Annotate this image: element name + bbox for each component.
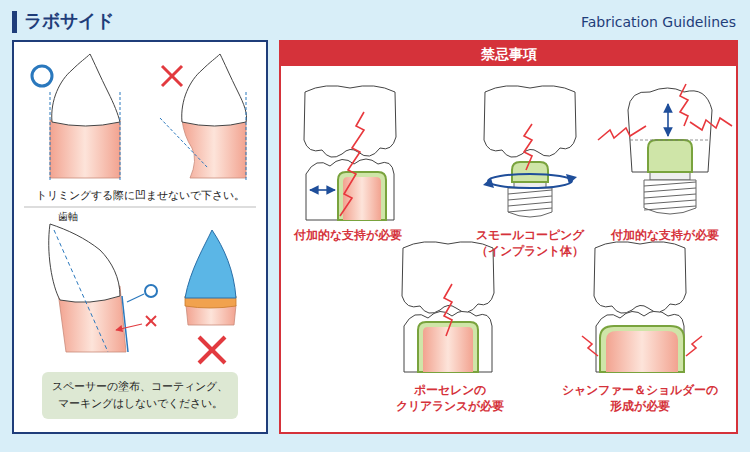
bad-symbol bbox=[199, 337, 225, 363]
tall-crown-scene bbox=[598, 84, 732, 214]
cantilever-scene bbox=[340, 112, 364, 216]
bad-trim-tooth bbox=[182, 54, 247, 126]
cantilever-scene bbox=[343, 177, 381, 220]
porcelain-clearance-scene bbox=[404, 311, 492, 372]
tall-crown-scene bbox=[644, 182, 696, 210]
tall-crown-scene bbox=[680, 84, 688, 126]
cantilever-scene bbox=[304, 86, 396, 157]
good-trim-tooth bbox=[50, 54, 120, 182]
caption: 付加的な支持が必要 bbox=[608, 228, 723, 244]
caption: シャンファー＆ショルダーの 形成が必要 bbox=[560, 383, 721, 414]
bad-callout bbox=[116, 316, 156, 330]
good-trim-tooth bbox=[120, 92, 121, 182]
axis-tooth bbox=[54, 230, 108, 352]
margin-preparation-scene bbox=[594, 242, 686, 313]
small-coping-scene bbox=[483, 178, 494, 188]
small-coping-scene bbox=[508, 190, 552, 212]
subtitle: Fabrication Guidelines bbox=[536, 13, 736, 31]
axis-tooth bbox=[122, 296, 128, 352]
panel-note: トリミングする際に凹ませないで下さい。 bbox=[14, 188, 266, 203]
coated-tooth bbox=[185, 230, 236, 325]
bad-callout bbox=[146, 316, 156, 326]
margin-preparation-scene bbox=[582, 336, 598, 356]
good-callout bbox=[127, 294, 144, 302]
small-coping-scene bbox=[488, 174, 572, 188]
coated-tooth bbox=[185, 230, 236, 298]
small-coping-scene bbox=[566, 174, 577, 184]
cantilever-scene bbox=[304, 86, 396, 220]
axis-label: 歯軸 bbox=[58, 210, 98, 224]
tall-crown-scene bbox=[667, 104, 669, 136]
bad-trim-tooth bbox=[160, 118, 208, 168]
bad-trim-tooth bbox=[182, 120, 246, 178]
tall-crown-scene bbox=[690, 118, 732, 130]
cantilever-scene bbox=[338, 172, 386, 220]
bad-trim-tooth bbox=[160, 54, 247, 182]
bad-callout bbox=[116, 324, 142, 330]
small-coping-scene bbox=[508, 188, 552, 217]
left-panel-ground bbox=[12, 40, 268, 434]
good-trim-tooth bbox=[50, 120, 120, 178]
tall-crown-scene bbox=[598, 126, 646, 140]
note-text: スペーサーの塗布、コーティング、 マーキングはしないでください。 bbox=[49, 379, 231, 412]
good-trim-tooth bbox=[50, 92, 51, 182]
bad-callout bbox=[146, 316, 156, 326]
bad-symbol bbox=[162, 66, 182, 86]
margin-preparation-scene bbox=[606, 331, 678, 372]
page-title: ラボサイド bbox=[24, 9, 224, 32]
guideline-panel: トリミングする際に凹ませないで下さい。歯軸スペーサーの塗布、コーティング、 マー… bbox=[12, 40, 268, 434]
small-coping-scene bbox=[483, 86, 577, 217]
good-callout bbox=[127, 285, 157, 302]
axis-tooth bbox=[49, 224, 120, 302]
good-symbol bbox=[32, 66, 52, 86]
panel-heading: 禁忌事項 bbox=[281, 42, 736, 66]
axis-tooth bbox=[49, 224, 128, 352]
porcelain-clearance-scene bbox=[402, 242, 494, 372]
good-callout bbox=[145, 285, 157, 297]
divider-line bbox=[24, 207, 256, 208]
bad-symbol bbox=[162, 66, 182, 86]
margin-preparation-scene bbox=[686, 336, 702, 356]
margin-preparation-scene bbox=[596, 311, 684, 372]
title-bar bbox=[12, 11, 17, 33]
small-coping-scene bbox=[524, 124, 532, 170]
caption: ポーセレンの クリアランスが必要 bbox=[395, 383, 504, 414]
margin-preparation-scene bbox=[600, 326, 684, 372]
cantilever-scene bbox=[310, 189, 335, 191]
bad-symbol bbox=[199, 337, 225, 363]
good-symbol bbox=[32, 66, 52, 86]
right-panel-ground bbox=[279, 40, 738, 434]
tall-crown-scene bbox=[650, 172, 690, 180]
tall-crown-scene bbox=[644, 180, 696, 214]
small-coping-scene bbox=[512, 162, 548, 182]
caption: 付加的な支持が必要 bbox=[291, 228, 406, 244]
porcelain-clearance-scene bbox=[444, 284, 452, 336]
tall-crown-scene bbox=[630, 140, 710, 141]
caption: スモールコーピング （インプラント体） bbox=[470, 228, 591, 259]
small-coping-scene bbox=[484, 86, 576, 157]
bad-symbol bbox=[199, 337, 225, 363]
bad-trim-tooth bbox=[246, 92, 247, 182]
tall-crown-scene bbox=[648, 140, 692, 172]
good-trim-tooth bbox=[52, 54, 120, 126]
margin-preparation-scene bbox=[582, 242, 702, 372]
porcelain-clearance-scene bbox=[423, 327, 473, 372]
note-box: スペーサーの塗布、コーティング、 マーキングはしないでください。 bbox=[42, 372, 238, 419]
bad-symbol bbox=[162, 66, 182, 86]
